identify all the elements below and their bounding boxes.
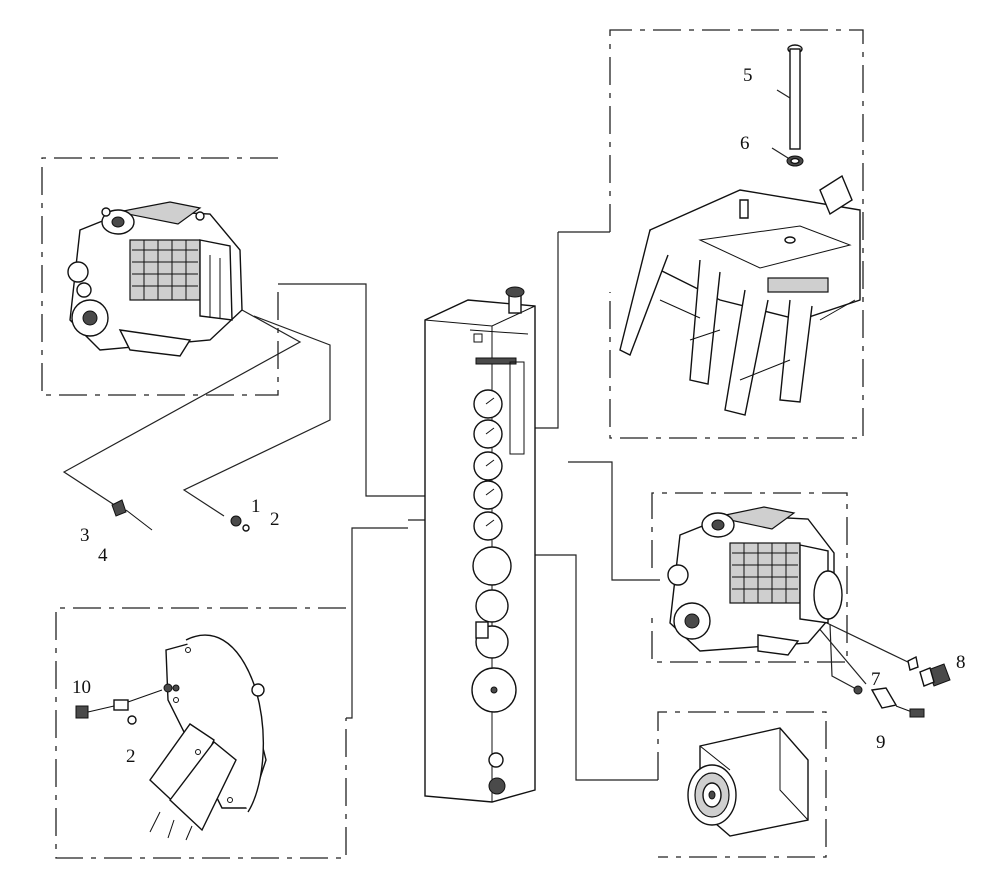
frame-top-left-engine (41, 157, 279, 396)
callout-6: 6 (740, 133, 750, 154)
engine-bottom-right (667, 506, 843, 656)
alternator (687, 727, 809, 837)
chassis-frame (619, 174, 861, 416)
adapter-fitting (907, 655, 919, 671)
gear-housing (149, 634, 267, 841)
callout-1: 1 (251, 496, 261, 517)
speed-sensor (75, 683, 180, 719)
pressure-switch (919, 663, 951, 687)
callout-2-top: 2 (270, 509, 280, 530)
callout-4: 4 (98, 545, 108, 566)
water-temp-sender (230, 515, 250, 532)
seal-ring (786, 155, 804, 167)
callout-7: 7 (871, 669, 881, 690)
callout-3: 3 (80, 525, 90, 546)
frame-bottom-right-engine (651, 492, 848, 663)
callout-9: 9 (876, 732, 886, 753)
oil-pressure-sender (111, 499, 153, 531)
frame-alternator (657, 711, 827, 858)
frame-bottom-left-gear (55, 607, 347, 859)
temperature-sender (853, 685, 925, 718)
mounting-screw (127, 715, 137, 725)
callout-8: 8 (956, 652, 966, 673)
callout-10: 10 (72, 677, 91, 698)
callout-5: 5 (743, 65, 753, 86)
instrument-panel (424, 286, 536, 803)
callout-2-bottom: 2 (126, 746, 136, 767)
engine-top-left (67, 201, 243, 357)
dipstick-tube (787, 44, 803, 150)
frame-top-right-chassis (609, 29, 864, 439)
